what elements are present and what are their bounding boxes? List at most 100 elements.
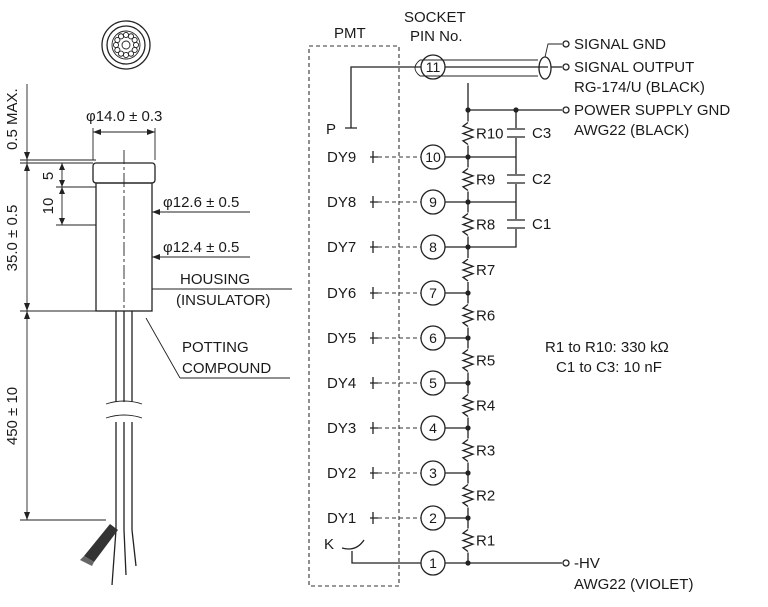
resistor-label: R1	[476, 533, 495, 550]
resistor-label: R8	[476, 217, 495, 234]
power-wire-label: AWG22 (BLACK)	[574, 122, 689, 139]
insulator-label: (INSULATOR)	[176, 292, 270, 309]
socket-pin-number: 9	[429, 194, 437, 210]
socket-pin-hole	[112, 41, 120, 49]
potting-label: POTTING	[182, 339, 249, 356]
socket-pin-hole	[122, 31, 130, 39]
socket-pin-number: 7	[429, 285, 437, 301]
resistor-label: R6	[476, 308, 495, 325]
socket-pin-number: 6	[429, 330, 437, 346]
resistor-r3	[461, 438, 475, 463]
signal-output-label: SIGNAL OUTPUT	[574, 59, 694, 76]
dynode-dy3: DY3	[327, 420, 356, 437]
divider-schematic: PMT SOCKET PIN No. R10R9R8R7R6R5R4R3R2R1…	[308, 9, 730, 593]
resistor-r6	[461, 303, 475, 328]
anode-label: P	[326, 121, 336, 138]
dynode-dy2: DY2	[327, 465, 356, 482]
resistor-label: R4	[476, 398, 495, 415]
socket-pin-number: 8	[429, 239, 437, 255]
cathode-label: K	[324, 536, 334, 553]
resistor-spec-label: R1 to R10: 330 kΩ	[545, 339, 669, 356]
junction-dot	[465, 290, 471, 296]
dynode-dy8: DY8	[327, 194, 356, 211]
coax-cable	[414, 40, 570, 80]
socket-pin-hole	[114, 36, 121, 44]
resistor-label: R10	[476, 126, 504, 143]
resistor-label: R7	[476, 262, 495, 279]
resistor-label: R2	[476, 488, 495, 505]
junction-dot	[465, 380, 471, 386]
socket-top-view	[101, 20, 151, 70]
resistor-r8	[461, 212, 475, 237]
socket-pin-number: 5	[429, 375, 437, 391]
dynode-dy7: DY7	[327, 239, 356, 256]
socket-pin-hole	[114, 46, 121, 54]
junction-dot	[465, 425, 471, 431]
pin-no-label: PIN No.	[410, 28, 463, 45]
lower-diameter-label: φ12.4 ± 0.5	[163, 239, 239, 256]
dynode-dy1: DY1	[327, 510, 356, 527]
capacitor-c1	[507, 219, 525, 229]
socket-pin-hole	[127, 33, 135, 40]
dim-10-label: 10	[40, 198, 57, 215]
socket-pin-number: 11	[426, 59, 441, 75]
socket-pin-hole	[131, 36, 138, 44]
resistor-label: R5	[476, 353, 495, 370]
resistor-label: R9	[476, 172, 495, 189]
pmt-boundary	[308, 45, 400, 587]
hv-label: -HV	[574, 555, 600, 572]
mid-diameter-label: φ12.6 ± 0.5	[163, 194, 239, 211]
top-diameter-label: φ14.0 ± 0.3	[86, 108, 162, 125]
capacitor-label: C3	[532, 125, 551, 142]
resistor-r5	[461, 348, 475, 373]
socket-pin-hole	[131, 46, 138, 54]
socket-pin-number: 2	[429, 510, 437, 526]
socket-pin-hole	[132, 41, 140, 49]
resistor-r2	[461, 483, 475, 508]
dynode-dy9: DY9	[327, 149, 356, 166]
lead-length-label: 450 ± 10	[4, 387, 21, 445]
horizontal-dimensions	[92, 128, 292, 379]
power-gnd-label: POWER SUPPLY GND	[574, 102, 730, 119]
resistor-r4	[461, 393, 475, 418]
resistor-r9	[461, 167, 475, 192]
lead-wires	[80, 311, 143, 586]
socket-pin-number: 3	[429, 465, 437, 481]
socket-pin-number: 10	[425, 149, 441, 165]
resistor-r1	[461, 528, 475, 553]
socket-pin-hole	[127, 50, 135, 57]
junction-dot	[465, 515, 471, 521]
signal-cable-label: RG-174/U (BLACK)	[574, 79, 705, 96]
socket-label: SOCKET	[404, 9, 466, 26]
vertical-dimensions	[20, 84, 106, 521]
socket-pin-number: 1	[429, 555, 437, 571]
resistor-r7	[461, 258, 475, 282]
capacitor-label: C2	[532, 171, 551, 188]
mechanical-drawing: 0.5 MAX. 35.0 ± 0.5 450 ± 10 5 10 φ14.0 …	[4, 20, 292, 586]
housing-label: HOUSING	[180, 271, 250, 288]
dim-5-label: 5	[40, 172, 57, 180]
junction-dot	[465, 470, 471, 476]
hv-wire-label: AWG22 (VIOLET)	[574, 576, 693, 593]
signal-gnd-label: SIGNAL GND	[574, 36, 666, 53]
housing-length-label: 35.0 ± 0.5	[4, 205, 21, 272]
resistor-r10	[461, 121, 475, 146]
dynode-dy5: DY5	[327, 330, 356, 347]
socket-pin-hole	[117, 33, 125, 40]
socket-pin-number: 4	[429, 420, 437, 436]
capacitor-spec-label: C1 to C3: 10 nF	[556, 359, 662, 376]
capacitor-c3	[507, 128, 525, 138]
housing-body	[92, 150, 156, 318]
compound-label: COMPOUND	[182, 360, 271, 377]
pmt-label: PMT	[334, 25, 366, 42]
capacitor-c2	[507, 174, 525, 184]
dynode-dy4: DY4	[327, 375, 356, 392]
dynode-dy6: DY6	[327, 285, 356, 302]
junction-dot	[465, 335, 471, 341]
socket-pin-hole	[122, 51, 130, 59]
capacitor-label: C1	[532, 216, 551, 233]
socket-pin-hole	[117, 50, 125, 57]
resistor-label: R3	[476, 443, 495, 460]
